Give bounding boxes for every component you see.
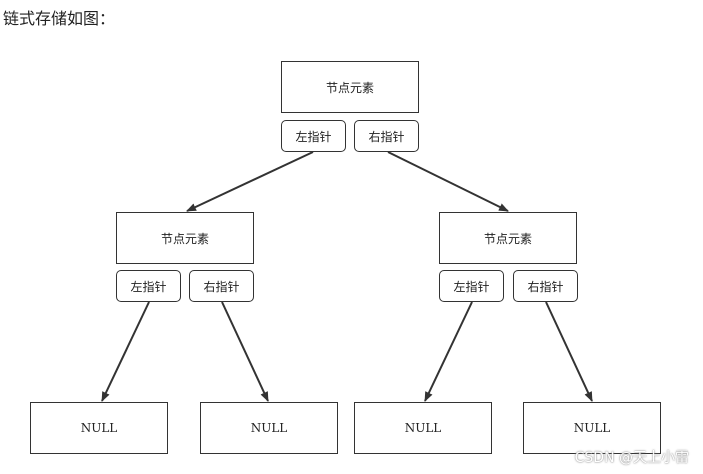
root-left-pointer: 左指针	[281, 120, 346, 152]
edge-rightnode-right-null	[545, 301, 593, 402]
left-node-element: 节点元素	[116, 212, 254, 264]
null-node-2: NULL	[200, 402, 338, 454]
edge-rightnode-left-null	[424, 301, 473, 402]
null-node-4: NULL	[523, 402, 661, 454]
edge-leftnode-right-null	[221, 301, 269, 402]
right-node-left-pointer: 左指针	[439, 270, 504, 302]
edge-root-left	[186, 151, 314, 212]
root-right-pointer: 右指针	[354, 120, 419, 152]
edge-root-right	[387, 151, 509, 212]
left-node-left-pointer: 左指针	[116, 270, 181, 302]
edge-leftnode-left-null	[101, 301, 150, 402]
left-node-right-pointer: 右指针	[189, 270, 254, 302]
null-node-1: NULL	[30, 402, 168, 454]
right-node-element: 节点元素	[439, 212, 577, 264]
null-node-3: NULL	[354, 402, 492, 454]
root-node-element: 节点元素	[281, 61, 419, 113]
csdn-watermark: CSDN @天上小雷	[574, 450, 689, 466]
page-heading: 链式存储如图：	[3, 9, 116, 28]
right-node-right-pointer: 右指针	[513, 270, 578, 302]
